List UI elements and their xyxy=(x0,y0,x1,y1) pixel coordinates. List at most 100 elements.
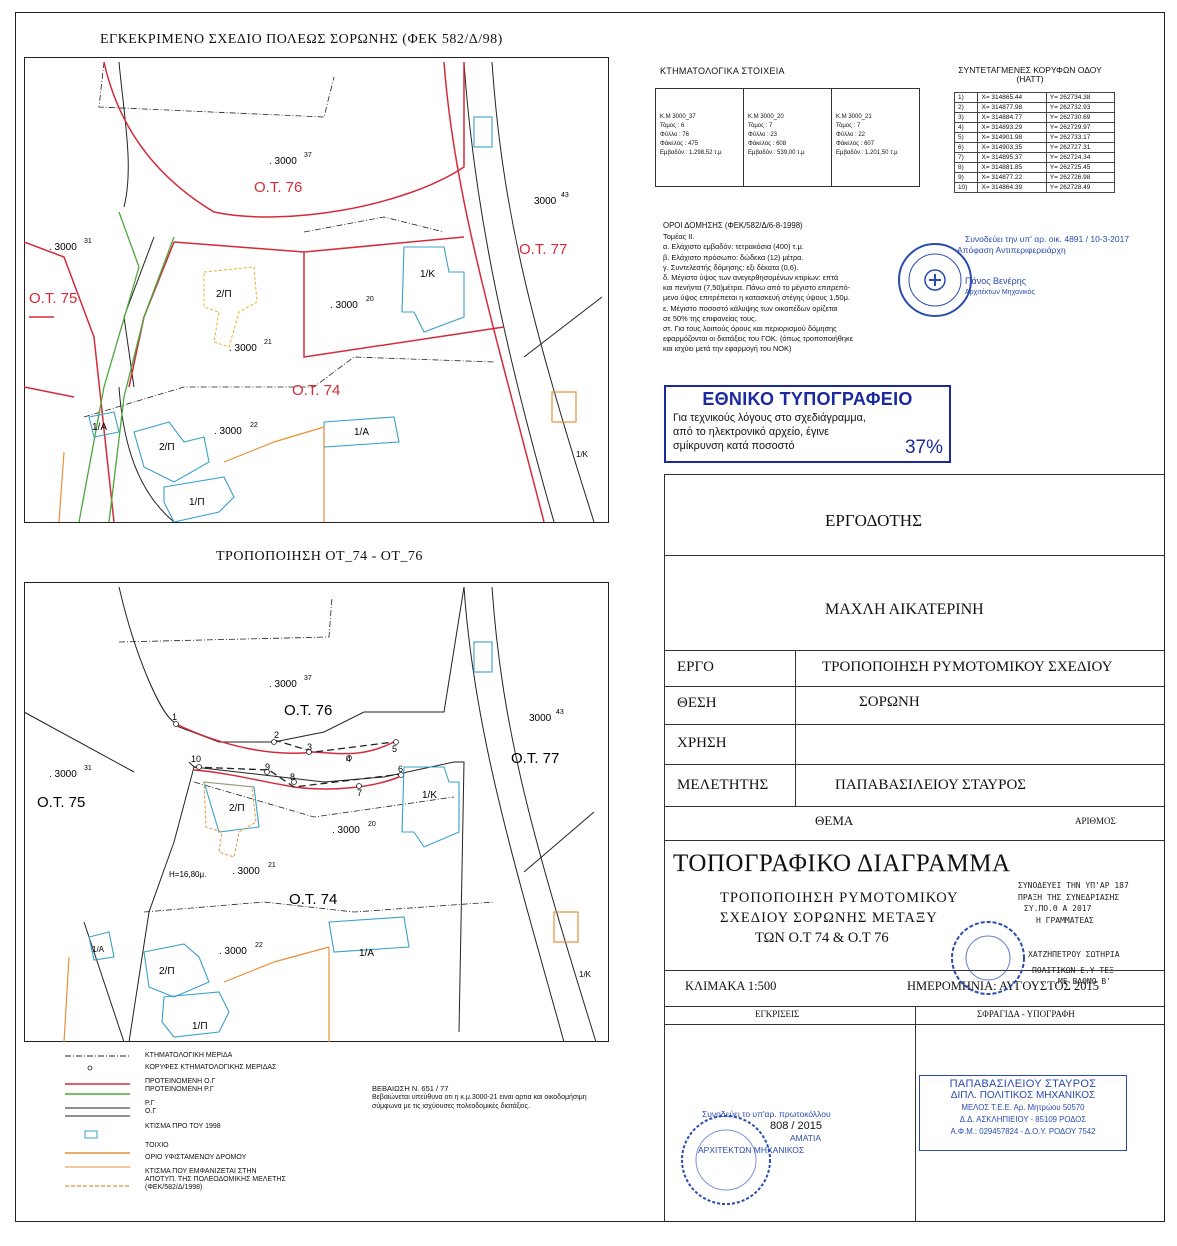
subtitle-3: ΤΩΝ Ο.Τ 74 & Ο.Τ 76 xyxy=(755,930,889,946)
cad1-emvadon: Εμβαδόν : 1.298,52 τ.μ xyxy=(660,150,722,156)
bottom-parcel-22-sup: 22 xyxy=(255,942,263,949)
top-building-1p: 1/Π xyxy=(189,497,205,508)
top-ot75-label: Ο.Τ. 75 xyxy=(29,290,77,307)
cad1-tomos: Τόμος : 6 xyxy=(660,123,685,129)
cadastral-table: Κ.Μ 3000_37 Τόμος : 6 Φύλλο : 76 Φάκελος… xyxy=(655,88,920,187)
coordinate-y: Υ= 262734.38 xyxy=(1045,92,1116,103)
coordinates-title: ΣΥΝΤΕΤΑΓΜΕΝΕΣ ΚΟΡΥΦΩΝ ΟΔΟΥ (ΗΑΤΤ) xyxy=(930,66,1130,84)
building-term-line: γ. Συντελεστής δόμησης: εξι δέκατα (0,6)… xyxy=(663,262,799,272)
legend-item-shown-building-3: (ΦΕΚ/582/Δ/1998) xyxy=(145,1184,203,1191)
point-6-label: 6 xyxy=(398,764,403,774)
protocol-line-3: ΑΜΑΤΙΑ xyxy=(790,1133,822,1143)
top-map-frame xyxy=(24,57,609,523)
legend-item-wall: ΤΟΙΧΙΟ xyxy=(145,1142,169,1149)
height-label: Η=16,80μ. xyxy=(169,870,206,879)
main-title: ΤΟΠΟΓΡΑΦΙΚΟ ΔΙΑΓΡΑΜΜΑ xyxy=(673,850,1011,877)
subtitle-1: ΤΡΟΠΟΠΟΙΗΣΗ ΡΥΜΟΤΟΜΙΚΟΥ xyxy=(720,890,959,906)
coordinate-n: 8) xyxy=(953,162,979,173)
approval-line-1: Συνοδεύει την υπ' αρ. οικ. 4891 / 10-3-2… xyxy=(965,234,1130,244)
point-3-label: 3 xyxy=(307,742,312,752)
project-value: ΤΡΟΠΟΠΟΙΗΣΗ ΡΥΜΟΤΟΜΙΚΟΥ ΣΧΕΔΙΟΥ xyxy=(822,659,1113,675)
council-line-7: ΜΕ ΒΑΘΜΟ Β' xyxy=(1058,977,1111,986)
cad3-emvadon: Εμβαδόν : 1.201,50 τ.μ xyxy=(836,150,898,156)
employer-name: ΜΑΧΛΗ ΑΙΚΑΤΕΡΙΝΗ xyxy=(825,601,984,618)
tb-employer-row: ΕΡΓΟΔΟΤΗΣ xyxy=(665,475,1164,556)
top-map-title: ΕΓΚΕΚΡΙΜΕΝΟ ΣΧΕΔΙΟ ΠΟΛΕΩΣ ΣΟΡΩΝΗΣ (ΦΕΚ 5… xyxy=(100,32,503,47)
top-map-drawing: Ο.Τ. 76 Ο.Τ. 77 Ο.Τ. 75 Ο.Τ. 74 . 3000 3… xyxy=(24,61,603,522)
coordinate-y: Υ= 262724.34 xyxy=(1045,152,1116,163)
coordinate-n: 4) xyxy=(953,122,979,133)
bottom-parcel-20: . 3000 xyxy=(332,825,360,836)
cad1-km: Κ.Μ 3000_37 xyxy=(660,114,696,120)
cad1-fakelos: Φάκελος : 475 xyxy=(660,141,699,147)
council-line-2: ΠΡΑΞΗ ΤΗΣ ΣΥΝΕΔΡΙΑΣΗΣ xyxy=(1018,892,1120,902)
legend-item-og: Ο.Γ xyxy=(145,1108,157,1115)
council-seal xyxy=(951,921,1025,995)
bottom-building-1a: 1/Α xyxy=(359,948,374,959)
scale-value: ΚΛΙΜΑΚΑ 1:500 xyxy=(685,979,777,993)
bottom-building-2p: 2/Π xyxy=(229,803,245,814)
tb-label-divider xyxy=(795,650,796,806)
sheet-border xyxy=(15,12,1165,1222)
location-label: ΘΕΣΗ xyxy=(677,695,717,711)
engineer-stamp: ΠΑΠΑΒΑΣΙΛΕΙΟΥ ΣΤΑΥΡΟΣ ΔΙΠΛ. ΠΟΛΙΤΙΚΟΣ ΜΗ… xyxy=(919,1075,1127,1151)
coordinate-y: Υ= 262726.98 xyxy=(1045,172,1116,183)
council-line-4: Η ΓΡΑΜΜΑΤΕΑΣ xyxy=(1036,915,1094,925)
date-value: ΗΜΕΡΟΜΗΝΙΑ: ΑΥΓΟΥΣΤΟΣ 2015 xyxy=(907,979,1099,993)
cad3-fyllo: Φύλλο : 22 xyxy=(836,132,865,138)
building-term-line: μενο ύψος επιτρέπεται η κατασκευή στέγης… xyxy=(663,293,850,303)
bottom-ot77-label: Ο.Τ. 77 xyxy=(511,750,559,767)
coordinate-n: 9) xyxy=(953,172,979,183)
legend-item-shown-building-2: ΑΠΟΤΥΠ. ΤΗΣ ΠΟΛΕΟΔΟΜΙΚΗΣ ΜΕΛΕΤΗΣ xyxy=(145,1176,286,1183)
national-printing-notice: ΕΘΝΙΚΟ ΤΥΠΟΓΡΑΦΕΙΟ Για τεχνικούς λόγους … xyxy=(664,385,951,463)
approvals-label: ΕΓΚΡΙΣΕΙΣ xyxy=(755,1009,800,1019)
cad3-tomos: Τόμος : 7 xyxy=(836,123,861,129)
council-line-6: ΠΟΛΙΤΙΚΩΝ Ε.Υ ΤΕΞ xyxy=(1032,965,1114,975)
cadastral-title: ΚΤΗΜΑΤΟΛΟΓΙΚΑ ΣΤΟΙΧΕΙΑ xyxy=(660,66,785,76)
bottom-map-title: ΤΡΟΠΟΠΟΙΗΣΗ ΟΤ_74 - ΟΤ_76 xyxy=(216,549,423,564)
tb-project-row: ΕΡΓΟ ΤΡΟΠΟΠΟΙΗΣΗ ΡΥΜΟΤΟΜΙΚΟΥ ΣΧΕΔΙΟΥ xyxy=(665,650,1164,687)
point-4-label: 4 xyxy=(346,754,351,764)
point-10-label: 10 xyxy=(191,754,201,764)
tb-engineer-row: ΜΕΛΕΤΗΤΗΣ ΠΑΠΑΒΑΣΙΛΕΙΟΥ ΣΤΑΥΡΟΣ xyxy=(665,764,1164,807)
legend-item-building1998: ΚΤΙΣΜΑ ΠΡΟ ΤΟΥ 1998 xyxy=(145,1123,221,1130)
engineer-stamp-line-4: Δ.Δ. ΑΣΚΛΗΠΙΕΙΟΥ - 85109 ΡΟΔΟΣ xyxy=(959,1115,1087,1124)
coordinate-x: Χ= 314901.98 xyxy=(977,132,1047,143)
top-parcel-22-sup: 22 xyxy=(250,422,258,429)
point-7-label: 7 xyxy=(357,788,362,798)
top-building-1k: 1/Κ xyxy=(420,269,435,280)
bottom-ot74-label: Ο.Τ. 74 xyxy=(289,891,337,908)
top-building-1a: 1/Α xyxy=(354,427,369,438)
building-term-line: στ. Για τους λοιπούς όρους και περιορισμ… xyxy=(663,324,837,334)
seal-label: ΣΦΡΑΓΙΔΑ - ΥΠΟΓΡΑΦΗ xyxy=(977,1009,1075,1019)
legend-item-proposed-rg: ΠΡΟΤΕΙΝΟΜΕΝΗ Ρ.Γ xyxy=(145,1086,214,1093)
coordinate-n: 7) xyxy=(953,152,979,163)
building-term-line: εφαρμόζονται οι διατάξεις του ΓΟΚ. (όπως… xyxy=(663,334,853,344)
bottom-building-1k: 1/Κ xyxy=(422,790,437,801)
building-term-line: σε 50% της επιφανείας τους. xyxy=(663,313,757,323)
tb-location-row: ΘΕΣΗ ΣΟΡΩΝΗ xyxy=(665,686,1164,725)
cad2-emvadon: Εμβαδόν : 539,00 τ.μ xyxy=(748,150,805,156)
subject-divider xyxy=(665,840,1164,841)
bottom-map-frame xyxy=(24,582,609,1042)
bottom-parcel-21-sup: 21 xyxy=(268,862,276,869)
protocol-line-2: 808 / 2015 xyxy=(770,1120,822,1132)
coordinate-y: Υ= 262728.49 xyxy=(1045,182,1116,193)
engineer-stamp-line-1: ΠΑΠΑΒΑΣΙΛΕΙΟΥ ΣΤΑΥΡΟΣ xyxy=(949,1078,1097,1090)
coordinate-n: 10) xyxy=(953,182,979,193)
tb-use-row: ΧΡΗΣΗ xyxy=(665,724,1164,765)
cadastral-col-3: Κ.Μ 3000_21 Τόμος : 7 Φύλλο : 22 Φάκελος… xyxy=(832,89,919,186)
coordinate-y: Υ= 262729.97 xyxy=(1045,122,1116,133)
coordinate-y: Υ= 262727.31 xyxy=(1045,142,1116,153)
legend-item-road-limit: ΟΡΙΟ ΥΦΙΣΤΑΜΕΝΟΥ ΔΡΟΜΟΥ xyxy=(145,1154,247,1161)
council-line-5: ΧΑΤΖΗΠΕΤΡΟΥ ΣΩΤΗΡΙΑ xyxy=(1028,950,1120,959)
title-block: ΕΡΓΟΔΟΤΗΣ ΜΑΧΛΗ ΑΙΚΑΤΕΡΙΝΗ ΕΡΓΟ ΤΡΟΠΟΠΟΙ… xyxy=(664,474,1164,1221)
coordinates-subtitle: (ΗΑΤΤ) xyxy=(1016,74,1044,84)
point-5-label: 5 xyxy=(392,744,397,754)
coordinate-y: Υ= 262730.69 xyxy=(1045,112,1116,123)
